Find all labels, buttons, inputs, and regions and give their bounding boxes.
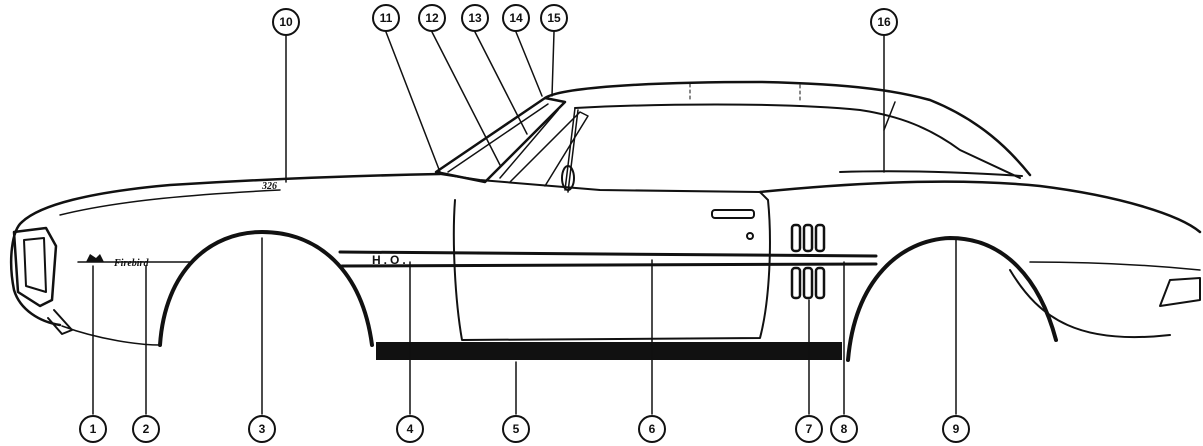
stripe-lettering: H.O. xyxy=(372,253,409,267)
body-stripe-upper xyxy=(338,250,878,258)
rear-bumper xyxy=(1159,277,1201,307)
rocker-molding xyxy=(376,342,842,360)
top-inner-edge xyxy=(574,103,1021,179)
grille-surround xyxy=(12,226,58,308)
svg-text:6: 6 xyxy=(649,422,656,436)
hood-badge-text: 326 xyxy=(261,181,277,192)
rear-crease xyxy=(1029,261,1201,271)
callout-2: 2 xyxy=(132,415,160,443)
hood-line xyxy=(20,172,442,224)
svg-text:16: 16 xyxy=(877,15,891,29)
svg-text:5: 5 xyxy=(513,422,520,436)
callout-7: 7 xyxy=(795,415,823,443)
rear-quarter-bottom xyxy=(1009,269,1171,339)
front-bumper xyxy=(47,309,73,335)
svg-text:9: 9 xyxy=(953,422,960,436)
windshield-pillar xyxy=(499,109,559,179)
svg-text:4: 4 xyxy=(407,422,414,436)
svg-text:7: 7 xyxy=(806,422,813,436)
hood-crease xyxy=(59,189,281,216)
convertible-top xyxy=(543,80,1032,177)
callout-8: 8 xyxy=(830,415,858,443)
leader-lines xyxy=(92,31,957,415)
callout-9: 9 xyxy=(942,415,970,443)
rear-deck-line xyxy=(758,180,1202,234)
svg-text:15: 15 xyxy=(547,11,561,25)
callout-15: 15 xyxy=(540,4,568,32)
door-handle xyxy=(711,209,755,219)
callout-14: 14 xyxy=(502,4,530,32)
svg-text:11: 11 xyxy=(380,11,393,25)
svg-text:1: 1 xyxy=(90,422,97,436)
callout-11: 11 xyxy=(372,4,400,32)
top-rear-rail xyxy=(839,170,1023,177)
cowl-line xyxy=(439,173,761,193)
svg-text:14: 14 xyxy=(509,11,523,25)
callout-5: 5 xyxy=(502,415,530,443)
quarter-louvers xyxy=(790,223,826,300)
callouts: 1 2 3 4 5 6 7 8 9 10 11 12 13 14 15 16 xyxy=(79,4,970,443)
front-lower-line xyxy=(61,325,161,346)
rear-wheel-arch xyxy=(846,236,1058,362)
windshield xyxy=(434,96,567,184)
callout-6: 6 xyxy=(638,415,666,443)
callout-16: 16 xyxy=(870,8,898,36)
car-body xyxy=(9,80,1202,362)
grille-opening xyxy=(23,237,47,293)
callout-4: 4 xyxy=(396,415,424,443)
callout-3: 3 xyxy=(248,415,276,443)
vent-window xyxy=(509,111,589,187)
top-seams xyxy=(689,83,801,103)
svg-text:8: 8 xyxy=(841,422,848,436)
svg-text:2: 2 xyxy=(143,422,150,436)
windshield-inner xyxy=(447,103,549,173)
side-window-frame xyxy=(564,107,579,193)
top-bow xyxy=(883,101,896,131)
door-outline xyxy=(452,191,771,341)
callout-1: 1 xyxy=(79,415,107,443)
door-lock xyxy=(746,232,754,240)
fender-emblem-text: Firebird xyxy=(113,258,149,269)
svg-text:3: 3 xyxy=(259,422,266,436)
svg-text:10: 10 xyxy=(279,15,293,29)
callout-12: 12 xyxy=(418,4,446,32)
callout-13: 13 xyxy=(461,4,489,32)
callout-10: 10 xyxy=(272,8,300,36)
body-stripe-lower xyxy=(340,262,878,268)
pontiac-crest xyxy=(86,254,104,262)
svg-text:13: 13 xyxy=(468,11,482,25)
svg-text:12: 12 xyxy=(425,11,439,25)
front-wheel-arch xyxy=(158,230,374,347)
